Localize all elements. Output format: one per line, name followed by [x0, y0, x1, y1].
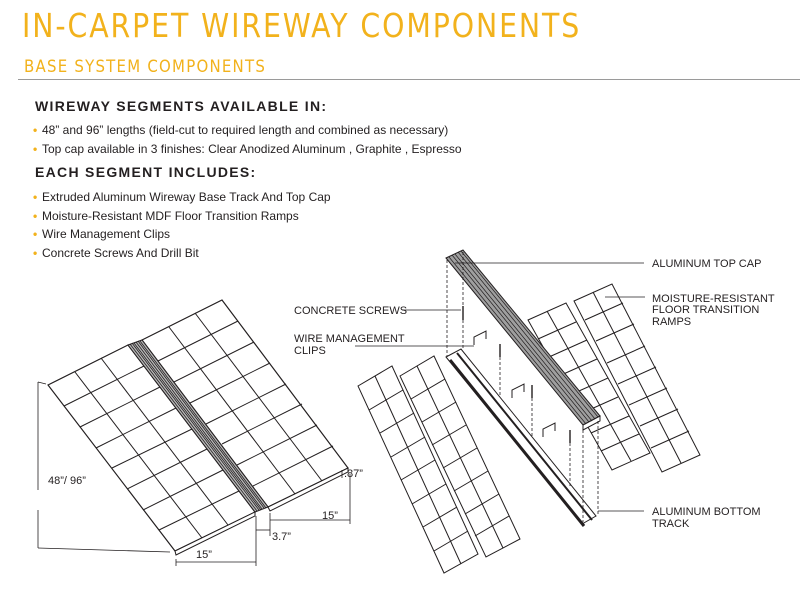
exploded-top-cap — [445, 249, 601, 431]
list-item-text: Concrete Screws And Drill Bit — [42, 245, 199, 260]
label-top-cap: ALUMINUM TOP CAP — [652, 258, 761, 270]
exploded-right-ramps — [527, 283, 701, 473]
segments-available-heading: WIREWAY SEGMENTS AVAILABLE IN: — [35, 98, 328, 114]
list-item: • Top cap available in 3 finishes: Clear … — [33, 140, 462, 159]
dimension-length: 48”/ 96” — [48, 475, 86, 487]
list-item-text: Wire Management Clips — [42, 227, 171, 242]
dimension-lines — [37, 381, 351, 566]
header-divider — [18, 79, 800, 80]
label-ramps-line-2: FLOOR TRANSITION — [652, 304, 759, 316]
center-top-cap — [127, 339, 269, 513]
dimension-height: .87” — [344, 468, 363, 480]
bullet-icon: • — [33, 190, 38, 204]
bullet-icon: • — [33, 123, 38, 137]
bullet-icon: • — [33, 141, 38, 156]
label-clips-line-1: WIRE MANAGEMENT — [294, 333, 405, 345]
bullet-icon: • — [33, 245, 38, 260]
list-item: • Extruded Aluminum Wireway Base Track An… — [33, 188, 331, 207]
list-item: • Wire Management Clips — [33, 225, 331, 244]
dimension-ramp-width-right: 15” — [322, 510, 338, 522]
list-item-text: Extruded Aluminum Wireway Base Track And… — [42, 190, 331, 204]
concrete-screws — [462, 306, 571, 443]
bullet-icon: • — [33, 208, 38, 223]
exploded-wireway-drawing: ALUMINUM TOP CAP MOISTURE-RESISTANT FLOO… — [294, 249, 775, 574]
callout-leaders — [355, 262, 645, 512]
label-ramps-line-3: RAMPS — [652, 316, 691, 328]
segments-available-list: • 48” and 96” lengths (field-cut to requi… — [33, 121, 462, 158]
list-item-text: Top cap available in 3 finishes: Clear A… — [42, 141, 462, 156]
page-title: IN-CARPET WIREWAY COMPONENTS — [22, 6, 582, 45]
dimension-channel-width: 3.7” — [272, 531, 291, 543]
assembled-wireway-drawing: 48”/ 96” .87” 15” 3.7” 15” — [37, 299, 363, 566]
label-ramps-line-1: MOISTURE-RESISTANT — [652, 293, 775, 305]
bullet-icon: • — [33, 227, 38, 242]
assembly-guide-lines — [446, 252, 599, 522]
label-concrete-screws: CONCRETE SCREWS — [294, 305, 407, 317]
label-bottom-track-line-1: ALUMINUM BOTTOM — [652, 506, 761, 518]
segment-includes-list: • Extruded Aluminum Wireway Base Track An… — [33, 188, 331, 262]
dimension-ramp-width-left: 15” — [196, 549, 212, 561]
label-clips-line-2: CLIPS — [294, 345, 326, 357]
wire-management-clips — [473, 330, 556, 437]
section-subtitle: BASE SYSTEM COMPONENTS — [24, 57, 267, 77]
list-item: • Concrete Screws And Drill Bit — [33, 244, 331, 263]
list-item-text: 48” and 96” lengths (field-cut to requir… — [42, 123, 449, 137]
exploded-bottom-track — [445, 348, 597, 527]
label-bottom-track-line-2: TRACK — [652, 518, 690, 530]
exploded-left-ramps — [357, 355, 521, 574]
segment-includes-heading: EACH SEGMENT INCLUDES: — [35, 164, 257, 180]
list-item-text: Moisture-Resistant MDF Floor Transition … — [42, 208, 299, 223]
list-item: • Moisture-Resistant MDF Floor Transition… — [33, 207, 331, 226]
list-item: • 48” and 96” lengths (field-cut to requi… — [33, 121, 462, 140]
